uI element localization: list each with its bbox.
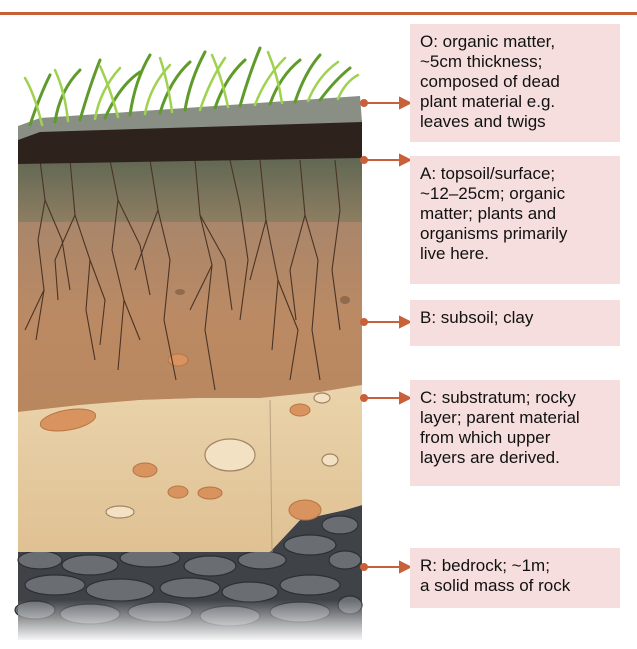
label-o-horizon: O: organic matter, ~5cm thickness; compo… (410, 24, 620, 142)
b-layer (18, 222, 362, 412)
label-a-text: A: topsoil/surface; ~12–25cm; organic ma… (420, 164, 612, 264)
arrow-o (361, 98, 410, 108)
arrow-b (361, 317, 410, 327)
label-r-text: R: bedrock; ~1m; a solid mass of rock (420, 556, 612, 596)
label-a-horizon: A: topsoil/surface; ~12–25cm; organic ma… (410, 156, 620, 284)
label-b-horizon: B: subsoil; clay (410, 300, 620, 346)
a-layer (18, 155, 362, 222)
label-o-text: O: organic matter, ~5cm thickness; compo… (420, 32, 612, 132)
o-layer (18, 96, 362, 164)
label-c-horizon: C: substratum; rocky layer; parent mater… (410, 380, 620, 486)
arrow-a (361, 155, 410, 165)
label-arrows (361, 98, 410, 572)
label-r-horizon: R: bedrock; ~1m; a solid mass of rock (410, 548, 620, 608)
label-b-text: B: subsoil; clay (420, 308, 612, 328)
arrow-c (361, 393, 410, 403)
label-c-text: C: substratum; rocky layer; parent mater… (420, 388, 612, 468)
arrow-r (361, 562, 410, 572)
